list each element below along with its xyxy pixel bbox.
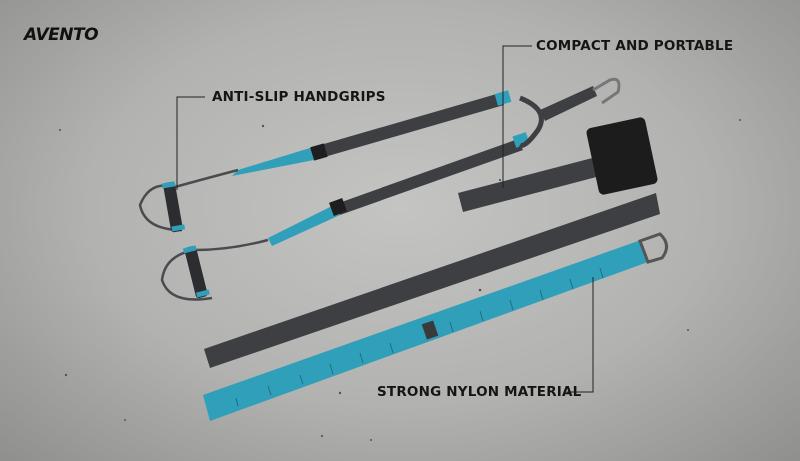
callout-line-compact [502,45,532,188]
handle-upper [138,168,239,233]
callout-compact-portable: COMPACT AND PORTABLE [536,38,734,54]
buckle [329,198,347,216]
callout-line-nylon [567,277,594,393]
buckle [310,143,328,161]
teal-strap-stitches [235,267,604,407]
callout-line-handgrips [176,96,205,190]
extension-strap-dark [204,193,660,368]
main-strap-upper-teal [232,148,314,176]
handle-lower [160,238,269,301]
anchor-loop [518,95,544,148]
d-ring [638,232,668,264]
main-strap-lower-teal [268,204,340,246]
callout-anti-slip-handgrips: ANTI-SLIP HANDGRIPS [212,89,386,105]
door-anchor-strap [458,156,604,212]
main-strap-lower [336,139,523,215]
carabiner-strap [540,86,597,121]
door-anchor-pad [586,117,658,195]
avento-logo: AVENTO [24,25,99,45]
main-strap-upper [310,93,504,160]
callout-strong-nylon: STRONG NYLON MATERIAL [377,384,582,400]
carabiner-icon [592,77,621,105]
strap-tag [421,320,439,340]
